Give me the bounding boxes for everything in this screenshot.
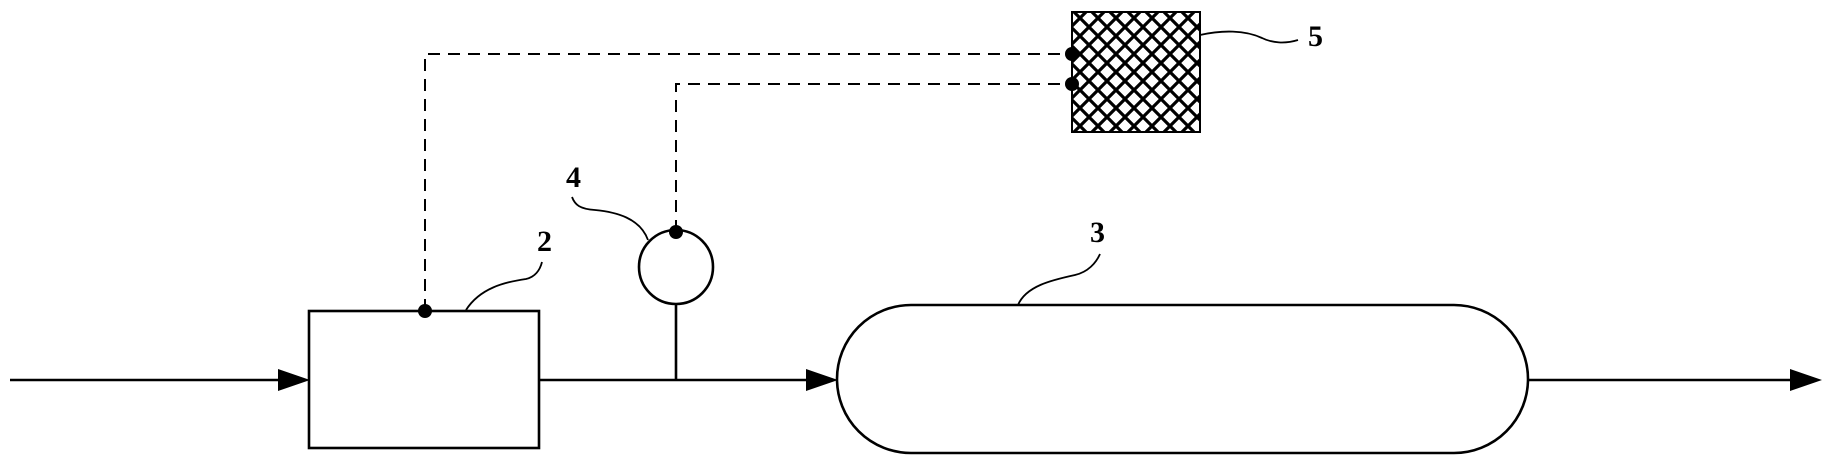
tank-inlet-arrow-head xyxy=(806,369,838,391)
tank-3 xyxy=(835,303,1530,455)
gauge-signal-dot xyxy=(669,225,683,239)
inlet-arrow-head xyxy=(278,369,310,391)
label-5: 5 xyxy=(1308,20,1323,53)
controller-signal-dot-lower xyxy=(1065,77,1079,91)
leader-line-3 xyxy=(1017,253,1101,306)
gauge-circle xyxy=(637,228,715,306)
leader-line-5 xyxy=(1199,30,1299,44)
inlet-pipe xyxy=(10,369,310,391)
leader-line-2 xyxy=(465,261,543,311)
component-box-2 xyxy=(307,309,541,450)
controller-5 xyxy=(1071,11,1201,133)
outlet-pipe xyxy=(1528,369,1822,391)
box-signal-dot xyxy=(418,304,432,318)
label-4: 4 xyxy=(566,161,581,194)
controller-signal-dot-upper xyxy=(1065,47,1079,61)
leader-line-4 xyxy=(571,196,649,241)
label-2: 2 xyxy=(537,225,552,258)
label-3: 3 xyxy=(1090,216,1105,249)
connecting-pipe xyxy=(539,369,838,391)
signal-line-gauge-to-controller xyxy=(675,83,1072,232)
controller-block xyxy=(1072,12,1200,132)
outlet-arrow-head xyxy=(1790,369,1822,391)
gauge-4 xyxy=(637,228,715,380)
signal-line-box-to-controller xyxy=(424,53,1072,311)
